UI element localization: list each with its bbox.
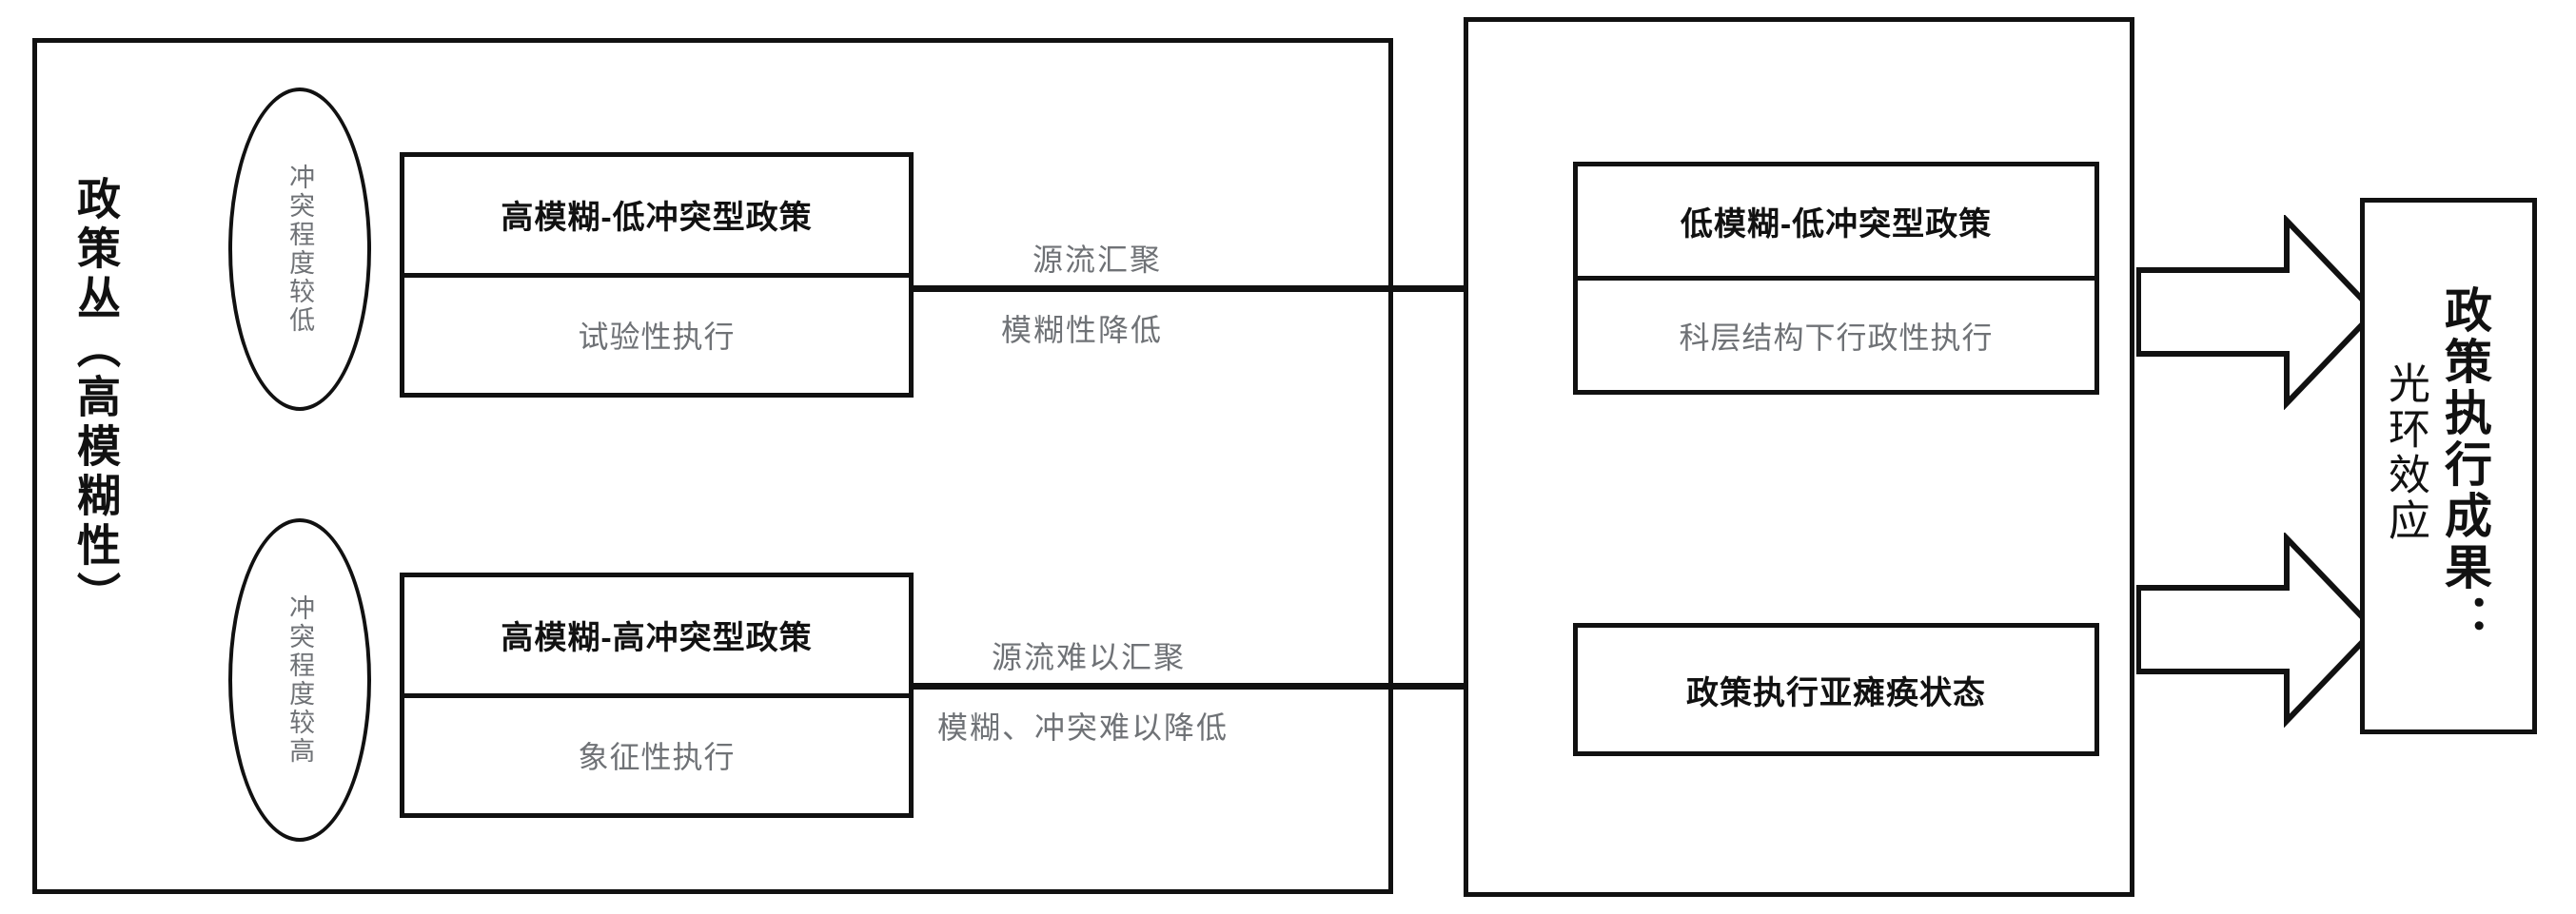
connector-2-label-bottom: 模糊、冲突难以降低 [937, 710, 1229, 745]
ellipse-high-conflict: 冲突程度较高 [228, 518, 371, 842]
right-panel-container [1464, 17, 2134, 897]
connector-1-label-bottom: 模糊性降低 [1001, 313, 1164, 347]
connector-1-label-top: 源流汇聚 [1032, 243, 1163, 277]
card-low-ambiguity-low-conflict[interactable]: 低模糊-低冲突型政策 科层结构下行政性执行 [1573, 162, 2099, 395]
card-low-ambiguity-low-conflict-subtitle: 科层结构下行政性执行 [1679, 320, 1994, 355]
card-low-ambiguity-low-conflict-title: 低模糊-低冲突型政策 [1578, 166, 2094, 281]
ellipse-low-conflict-label: 冲突程度较低 [285, 164, 315, 335]
outcome-box[interactable] [2360, 198, 2537, 734]
card-high-ambiguity-high-conflict-title: 高模糊-高冲突型政策 [404, 577, 909, 698]
card-high-ambiguity-low-conflict-subtitle: 试验性执行 [578, 320, 736, 355]
block-arrow-bottom [2136, 533, 2379, 728]
ellipse-low-conflict: 冲突程度较低 [228, 88, 371, 411]
connector-2-label-top: 源流难以汇聚 [992, 640, 1187, 674]
card-policy-sub-paralysis[interactable]: 政策执行亚瘫痪状态 [1573, 623, 2099, 756]
left-panel-vertical-title: 政策丛（高模糊性） [71, 176, 121, 621]
block-arrow-top [2136, 215, 2379, 410]
card-high-ambiguity-low-conflict-title: 高模糊-低冲突型政策 [404, 157, 909, 278]
outcome-sub-label: 光环效应 [2382, 361, 2429, 544]
card-high-ambiguity-high-conflict-subtitle: 象征性执行 [578, 740, 736, 775]
card-policy-sub-paralysis-title: 政策执行亚瘫痪状态 [1686, 674, 1986, 711]
card-high-ambiguity-low-conflict[interactable]: 高模糊-低冲突型政策 试验性执行 [400, 152, 914, 398]
outcome-main-label: 政策执行成果： [2438, 285, 2491, 645]
connector-1-line [909, 285, 1556, 292]
ellipse-high-conflict-label: 冲突程度较高 [285, 594, 315, 766]
connector-2-line [909, 683, 1556, 690]
card-high-ambiguity-high-conflict[interactable]: 高模糊-高冲突型政策 象征性执行 [400, 573, 914, 818]
